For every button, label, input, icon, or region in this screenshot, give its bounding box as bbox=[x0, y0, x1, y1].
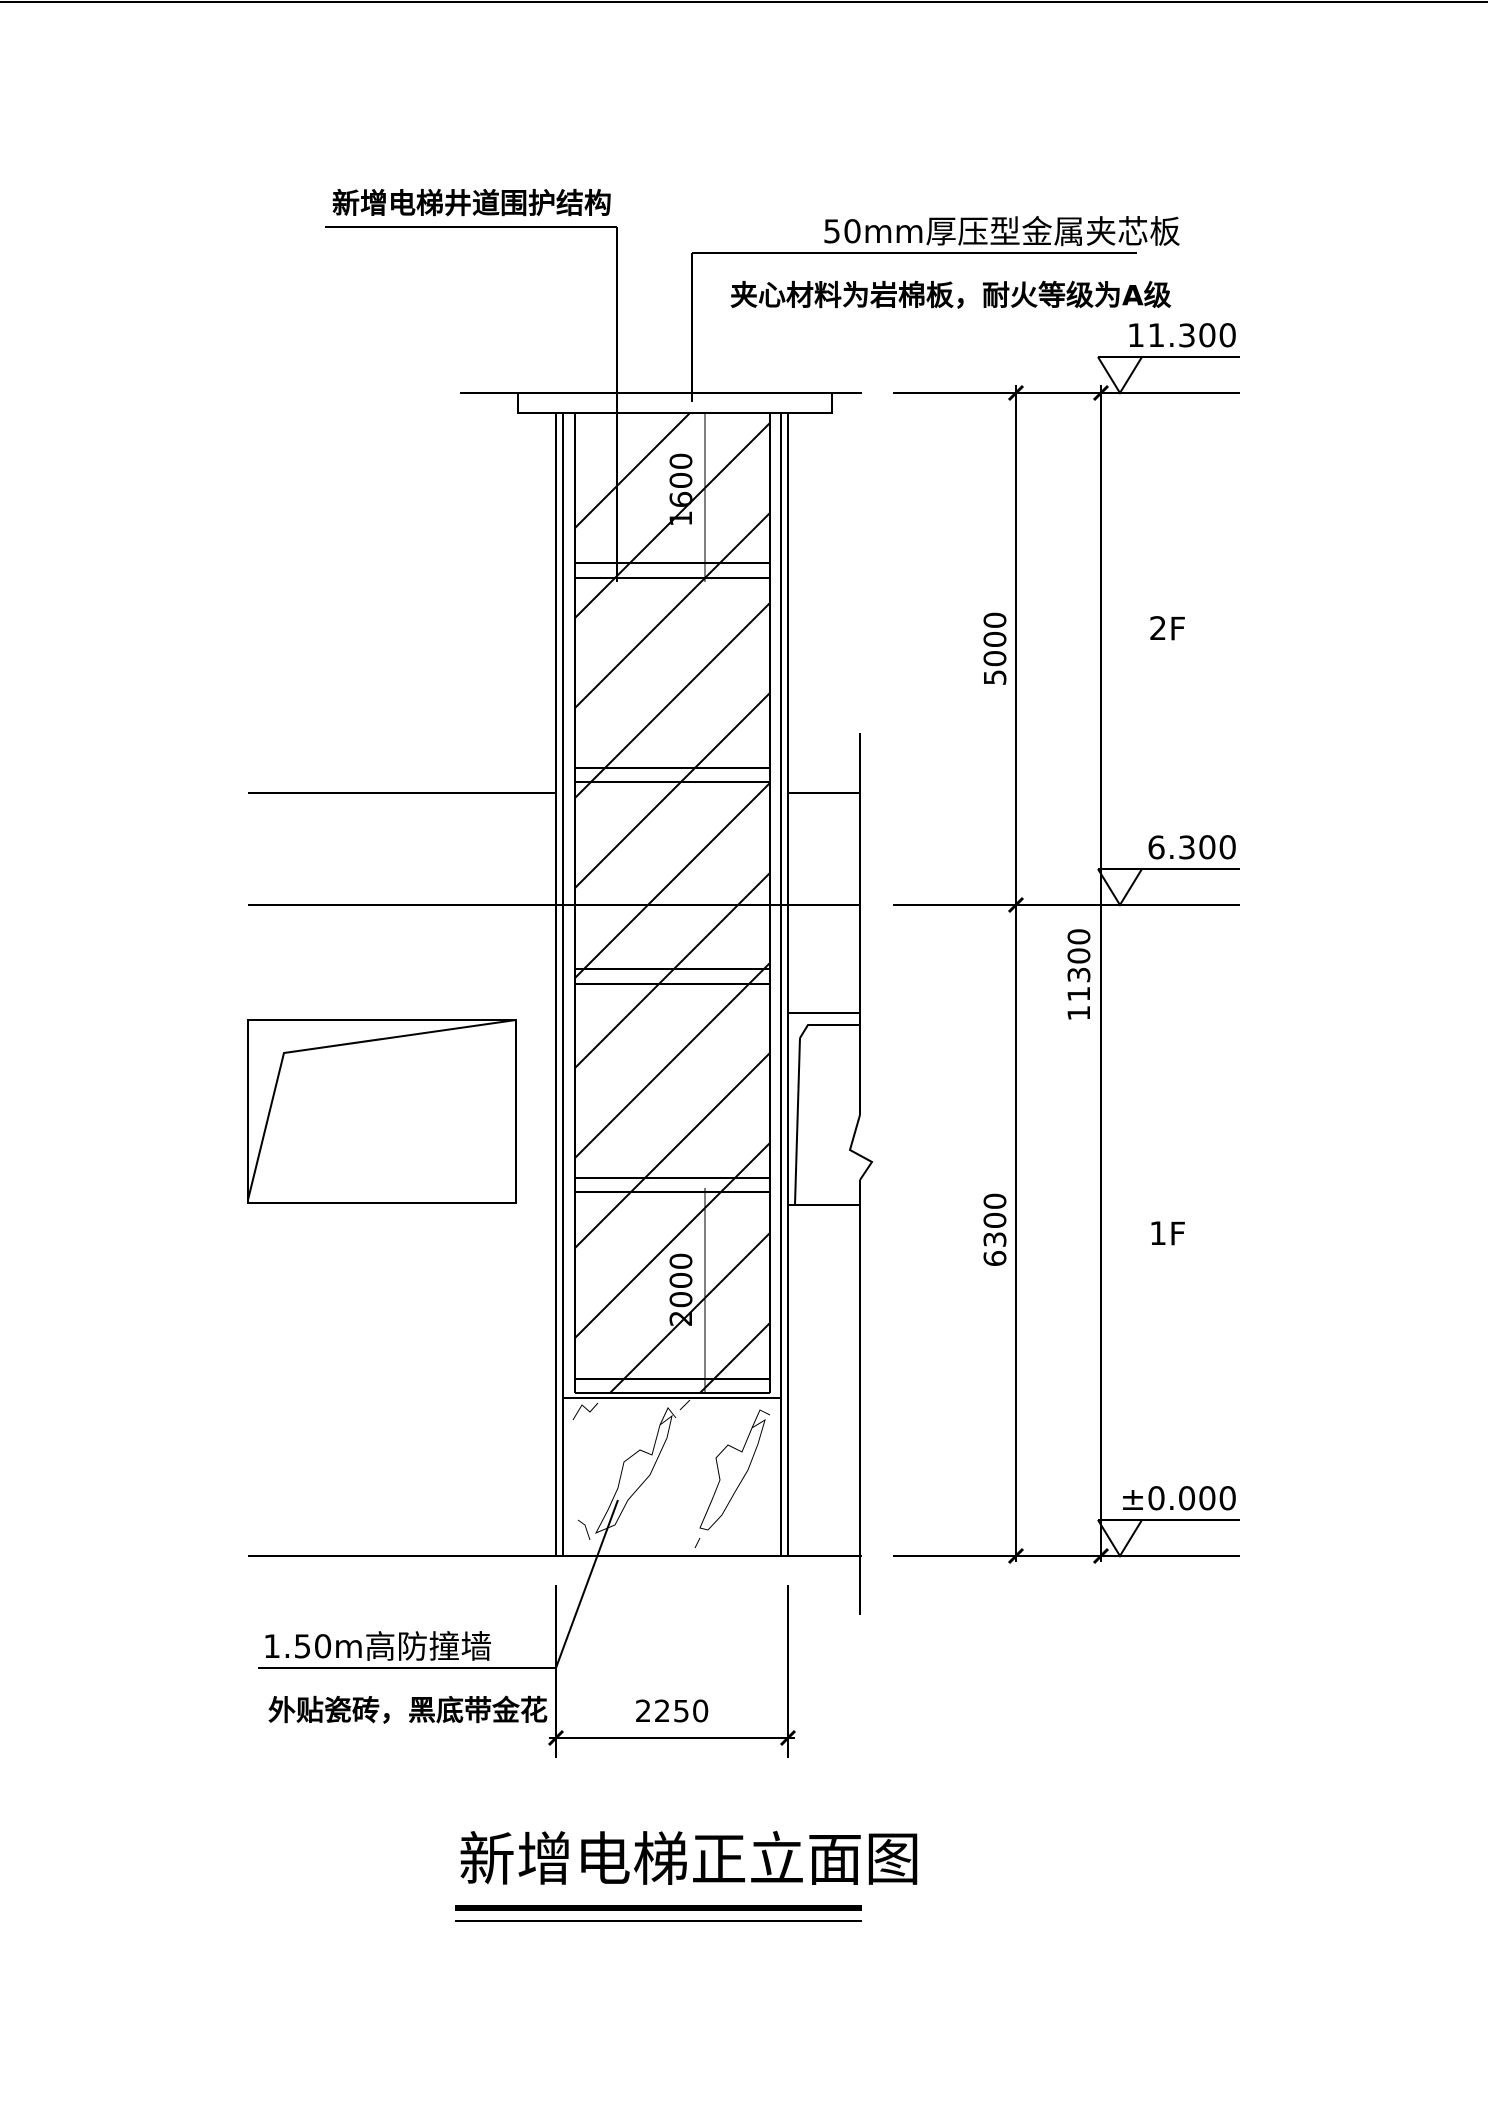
crash-wall-label-line2: 外贴瓷砖，黑底带金花 bbox=[268, 1694, 548, 1727]
upper-floor-label: 2F bbox=[1148, 610, 1187, 648]
second-floor-line bbox=[248, 792, 1240, 906]
panel-label-line1: 50mm厚压型金属夹芯板 bbox=[822, 213, 1181, 251]
crash-wall-leader bbox=[258, 1499, 619, 1669]
panel-label-line2: 夹心材料为岩棉板，耐火等级为A级 bbox=[730, 279, 1172, 312]
level-marker-mid bbox=[1097, 868, 1240, 907]
lower-floor-label: 1F bbox=[1148, 1215, 1187, 1253]
level-top: 11.300 bbox=[1126, 317, 1238, 355]
elevator-shaft: 1600 2000 bbox=[517, 392, 833, 1557]
level-ground: ±0.000 bbox=[1120, 1480, 1238, 1518]
height-dimension-chain bbox=[1007, 384, 1110, 1565]
glazing-hatch bbox=[575, 413, 770, 1393]
lower-floor-height: 6300 bbox=[979, 1192, 1014, 1268]
crash-wall-label-line1: 1.50m高防撞墙 bbox=[262, 1628, 492, 1666]
bottom-door-dimension: 2000 bbox=[665, 1252, 700, 1328]
drawing-title: 新增电梯正立面图 bbox=[458, 1826, 922, 1894]
crash-wall-base bbox=[562, 1397, 782, 1557]
level-marker-ground bbox=[1097, 1519, 1240, 1558]
shaft-enclosure-leader bbox=[325, 226, 618, 582]
existing-building-wall bbox=[788, 733, 874, 1615]
level-mid: 6.300 bbox=[1146, 829, 1238, 867]
upper-floor-height: 5000 bbox=[979, 611, 1014, 687]
top-door-dimension: 1600 bbox=[665, 452, 700, 528]
crash-wall-texture bbox=[572, 1399, 771, 1549]
level-marker-top bbox=[1097, 356, 1240, 395]
title-underline bbox=[455, 1905, 862, 1922]
shaft-enclosure-label: 新增电梯井道围护结构 bbox=[332, 187, 612, 220]
panel-leader bbox=[691, 252, 1137, 402]
side-window bbox=[247, 1019, 517, 1204]
width-dimension bbox=[547, 1585, 797, 1758]
total-height: 11300 bbox=[1063, 927, 1098, 1022]
shaft-roof-cap bbox=[517, 392, 833, 414]
shaft-width: 2250 bbox=[634, 1695, 710, 1730]
